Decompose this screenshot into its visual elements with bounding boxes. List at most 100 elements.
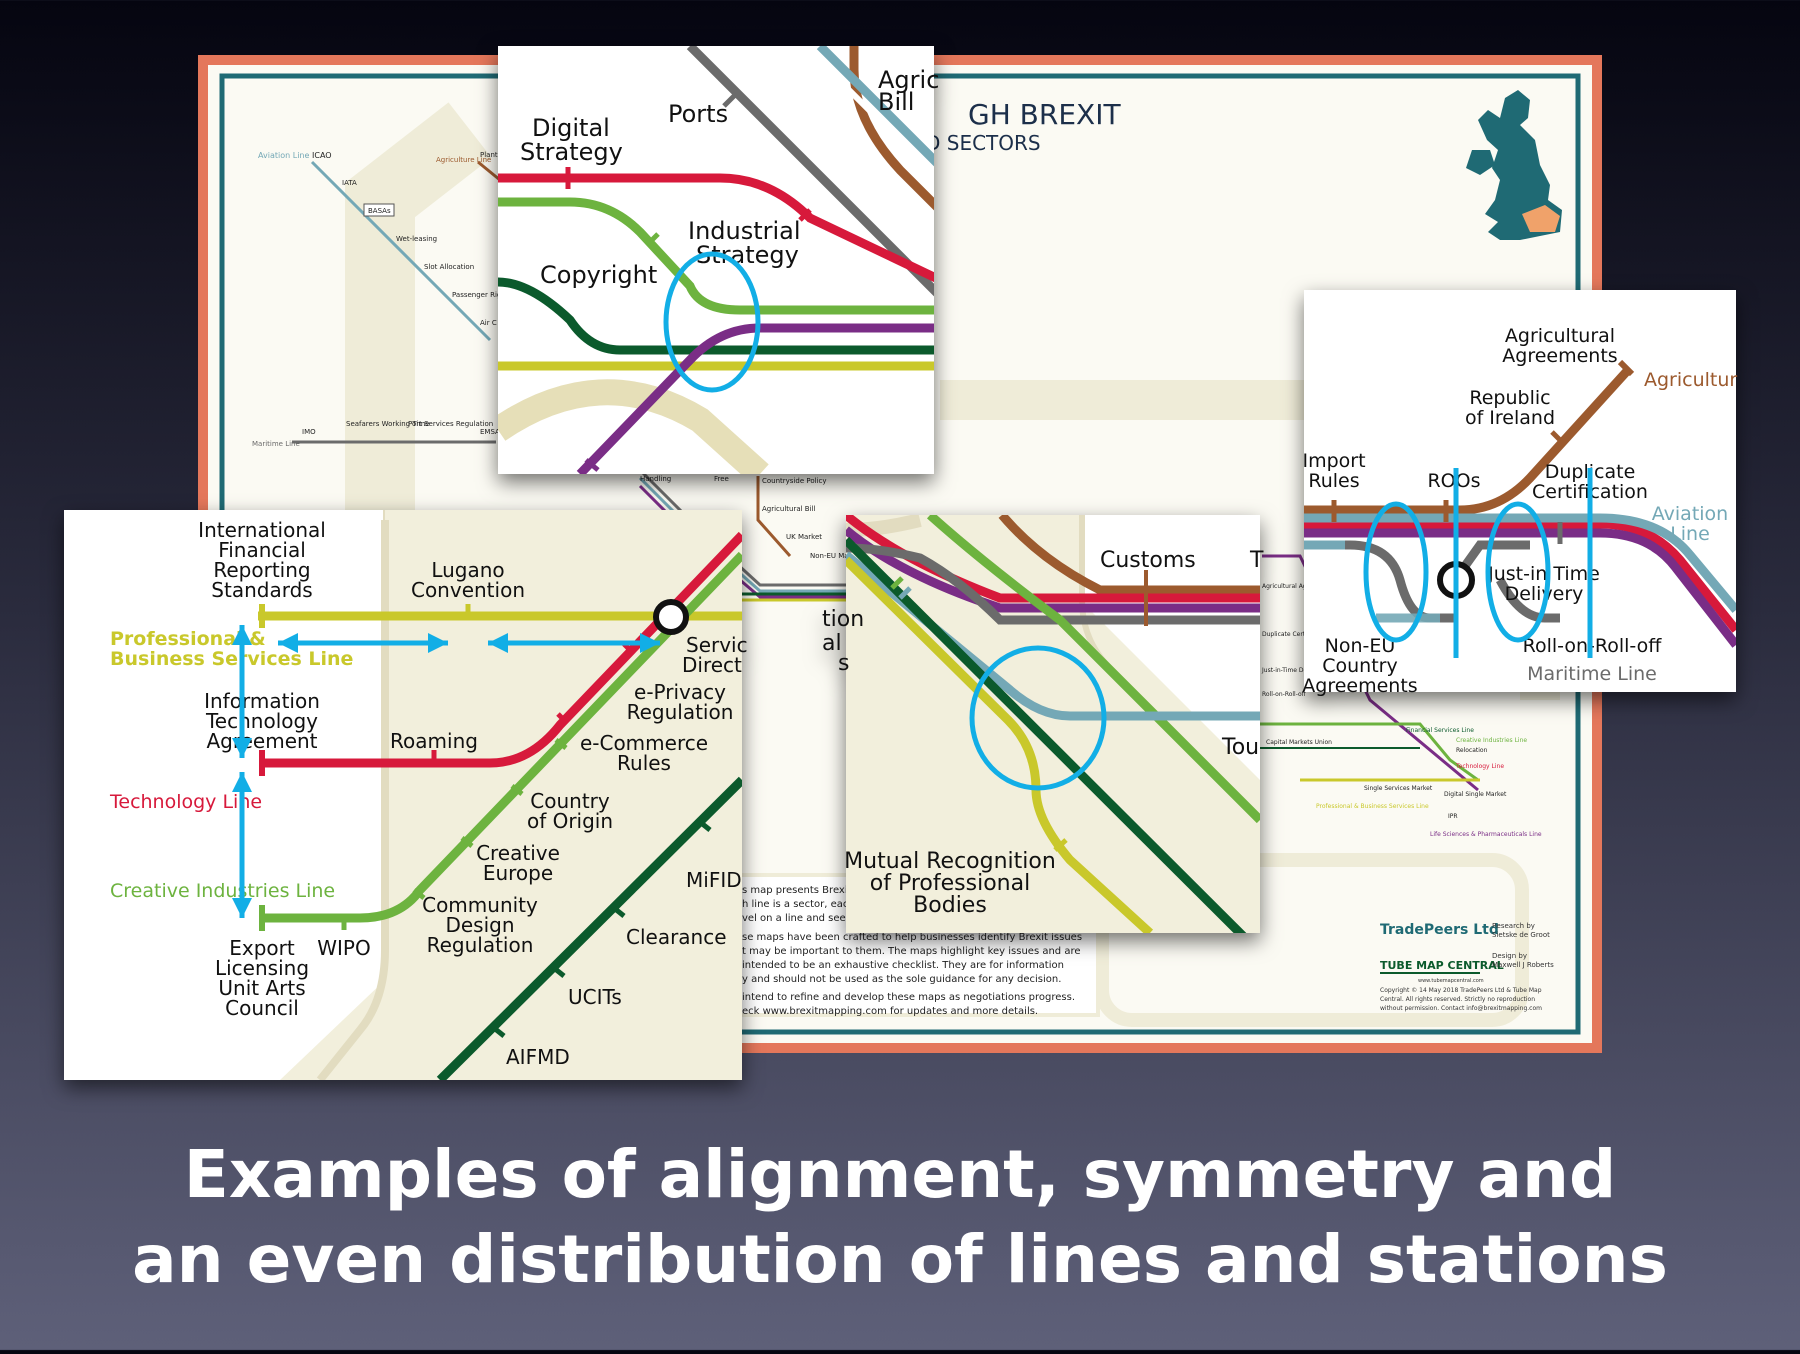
panel-top-station-copyright: Copyright xyxy=(540,261,657,289)
credit-design-by: Design by xyxy=(1492,952,1527,960)
svg-text:eck www.brexitmapping.com for: eck www.brexitmapping.com for updates an… xyxy=(742,1006,1038,1017)
panel-left-station-clearance: Clearance xyxy=(626,925,727,949)
poster-station-port: Port Services Regulation xyxy=(408,420,493,428)
panel-left-station-epriv-1: e-Privacy xyxy=(634,680,726,704)
panel-center-station-tion: tion xyxy=(822,607,864,632)
poster-life-sciences-label: Life Sciences & Pharmaceuticals Line xyxy=(1430,831,1542,838)
panel-left-station-ecom-2: Rules xyxy=(617,751,671,775)
panel-center: Customs T Tou Mutual Recognition of Prof… xyxy=(822,515,1264,933)
panel-left-station-ifrs-1: International xyxy=(198,518,326,542)
poster-station-plant: Plant xyxy=(480,151,498,159)
panel-top-tick-copyright xyxy=(646,232,660,246)
panel-left-station-ecom-1: e-Commerce xyxy=(580,731,708,755)
poster-station-wet-leasing: Wet-leasing xyxy=(396,235,437,243)
poster-station-relocation: Relocation xyxy=(1456,747,1488,754)
poster-station-non-eu-market: Non-EU Market xyxy=(810,552,863,560)
panel-top-tick-bottom xyxy=(584,458,600,472)
poster-station-basas: BASAs xyxy=(368,207,391,215)
panel-top-darkgreen-line xyxy=(498,277,934,355)
panel-top-tick-industrial xyxy=(798,208,812,222)
panel-left-station-aifmd: AIFMD xyxy=(506,1045,570,1069)
poster-station-dup: Duplicate Certification xyxy=(1262,631,1329,638)
panel-top: Agric Bill Ports Digital Strategy Indust… xyxy=(498,46,939,474)
panel-left-station-ita-1: Information xyxy=(204,689,320,713)
poster-station-roro: Roll-on-Roll-off xyxy=(1262,691,1307,698)
uk-map-icon xyxy=(1478,90,1562,240)
panel-right-line-aviation-1: Aviation xyxy=(1652,503,1728,525)
uk-map-highlight xyxy=(1522,205,1560,232)
panel-right-station-jit-1: Just-in Time xyxy=(1487,563,1600,585)
panel-left-station-export-1: Export xyxy=(229,936,295,960)
poster-station-free: Free xyxy=(714,475,729,483)
panel-right-line-maritime: Maritime Line xyxy=(1527,663,1657,685)
panel-left-line-professional-2: Business Services Line xyxy=(110,648,353,670)
poster-station-iata: IATA xyxy=(342,179,357,187)
svg-text:h line is a sector, each: h line is a sector, each xyxy=(742,899,855,910)
panel-left-station-ifrs-3: Reporting xyxy=(213,558,310,582)
panel-left-station-ifrs-4: Standards xyxy=(211,578,312,602)
panel-top-tick-ports xyxy=(722,94,736,108)
poster-subtitle: D SECTORS xyxy=(925,131,1041,155)
tube-map-central-logo: TUBE MAP CENTRAL xyxy=(1380,959,1504,972)
panel-left-station-cdr-1: Community xyxy=(422,893,538,917)
panel-left-station-services-1: Servic xyxy=(686,633,748,657)
credit-designer: Maxwell J Roberts xyxy=(1492,961,1554,969)
panel-left-station-mifid: MiFID xyxy=(686,868,742,892)
panel-left-station-ce-2: Europe xyxy=(483,861,553,885)
poster-aviation-line xyxy=(310,160,492,342)
panel-top-station-digital: Digital xyxy=(532,114,610,142)
panel-center-station-customs: Customs xyxy=(1100,548,1196,573)
poster-station-emsa: EMSA xyxy=(480,428,500,436)
panel-top-zone xyxy=(498,379,769,474)
panel-right-station-noneu-3: Agreements xyxy=(1302,675,1417,697)
svg-text:vel on a line and see h: vel on a line and see h xyxy=(742,913,855,924)
panel-left-station-cdr-2: Design xyxy=(445,913,514,937)
panel-right-station-noneu-1: Non-EU xyxy=(1325,635,1396,657)
panel-left-station-cdr-3: Regulation xyxy=(427,933,534,957)
panel-center-zone xyxy=(846,515,1260,933)
panel-center-station-tou: Tou xyxy=(1221,735,1259,760)
panel-right-station-agri-2: Agreements xyxy=(1502,345,1617,367)
poster-station-passenger: Passenger Rig xyxy=(452,291,501,299)
svg-text:intended to be an exhaustive c: intended to be an exhaustive checklist. … xyxy=(742,960,1064,971)
poster-station-single: Single Services Market xyxy=(1364,785,1433,792)
poster-zone-band-3 xyxy=(1095,853,1529,1027)
panel-top-station-strategy: Strategy xyxy=(520,138,623,166)
poster-station-countryside: Countryside Policy xyxy=(762,477,827,485)
panel-center-station-t: T xyxy=(1249,548,1264,573)
panel-left-station-origin-2: of Origin xyxy=(527,809,613,833)
panel-center-station-al: al xyxy=(822,631,842,656)
panel-right-line-agriculture: Agricultur xyxy=(1644,369,1737,391)
panel-right-station-republic-1: Republic xyxy=(1469,387,1550,409)
panel-top-green-line xyxy=(498,197,934,315)
panel-left-red-line xyxy=(262,531,742,768)
panel-left-station-export-3: Unit Arts xyxy=(218,976,305,1000)
poster-station-imo: IMO xyxy=(302,428,316,436)
panel-left-station-wipo: WIPO xyxy=(317,936,370,960)
panel-right-station-republic-2: of Ireland xyxy=(1465,407,1555,429)
panel-left-station-lugano-2: Convention xyxy=(411,578,525,602)
panel-top-gap xyxy=(802,46,934,180)
poster-station-uk-market: UK Market xyxy=(786,533,822,541)
panel-left-interchange xyxy=(653,599,689,635)
panel-left-station-roaming: Roaming xyxy=(390,729,478,753)
poster-maritime-label: Maritime Line xyxy=(252,440,300,448)
panel-right-line-aviation-2: Line xyxy=(1670,523,1710,545)
svg-text:y and should not be used as th: y and should not be used as the sole gui… xyxy=(742,974,1061,985)
poster-financial-label: Financial Services Line xyxy=(1406,727,1474,734)
panel-center-station-mrpb-3: Bodies xyxy=(913,893,987,918)
svg-text:t may be important to them. Th: t may be important to them. The maps hig… xyxy=(742,946,1081,957)
copyright-2: Central. All rights reserved. Strictly n… xyxy=(1380,996,1535,1003)
panel-right-station-import-2: Rules xyxy=(1308,470,1359,492)
panel-left-line-creative: Creative Industries Line xyxy=(110,880,335,902)
panel-left-spacing-arrows xyxy=(232,625,660,918)
panel-right-station-noneu-2: Country xyxy=(1322,655,1397,677)
caption-line-1: Examples of alignment, symmetry and xyxy=(183,1136,1617,1213)
panel-left-station-export-2: Licensing xyxy=(215,956,309,980)
panel-left-station-ce-1: Creative xyxy=(476,841,560,865)
poster-creative-label: Creative Industries Line xyxy=(1456,737,1527,744)
poster-technology-label: Technology Line xyxy=(1455,763,1504,770)
panel-center-station-mrpb-2: of Professional xyxy=(870,871,1030,896)
